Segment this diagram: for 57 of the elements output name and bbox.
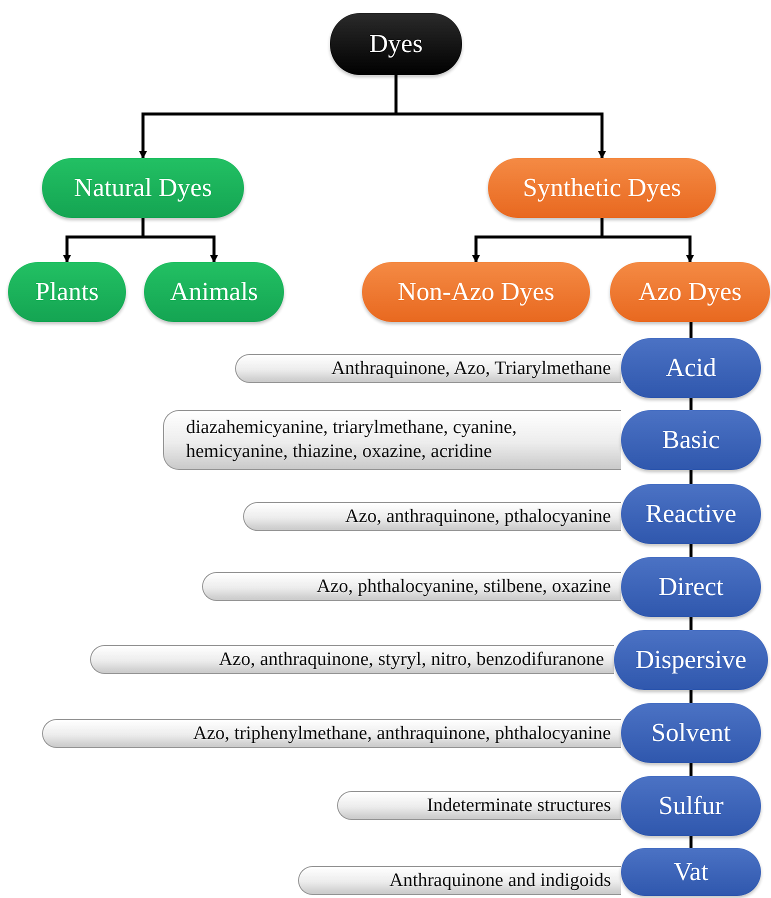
category-label: Natural Dyes bbox=[74, 173, 212, 203]
chemical-classes-text: diazahemicyanine, triarylmethane, cyanine, hemicyanine, thiazine, oxazine, acridine bbox=[186, 416, 518, 464]
chemical-class-pill bbox=[337, 791, 621, 820]
category-label: Vat bbox=[674, 857, 708, 887]
chemical-class-pill bbox=[163, 410, 621, 470]
category-pill bbox=[621, 776, 761, 836]
category-pill bbox=[621, 557, 761, 617]
arrow bbox=[394, 75, 606, 159]
category-pill bbox=[362, 262, 590, 322]
category-pill bbox=[621, 703, 761, 763]
category-label: Dyes bbox=[369, 29, 423, 59]
category-pill bbox=[8, 262, 126, 322]
category-label: Dispersive bbox=[635, 645, 747, 675]
category-pill bbox=[330, 13, 462, 75]
chemical-classes-text: Anthraquinone, Azo, Triarylmethane bbox=[331, 356, 611, 380]
chemical-classes-text: Azo, triphenylmethane, anthraquinone, phthalocyanine bbox=[193, 722, 611, 746]
category-pill bbox=[610, 262, 770, 322]
category-label: Non-Azo Dyes bbox=[398, 277, 554, 307]
category-pill bbox=[621, 484, 761, 544]
category-label: Basic bbox=[662, 425, 720, 455]
connector-line bbox=[690, 322, 692, 338]
category-pill bbox=[614, 630, 768, 690]
arrow bbox=[142, 218, 218, 263]
chemical-classes-text: Azo, anthraquinone, pthalocyanine bbox=[345, 504, 611, 528]
category-label: Direct bbox=[658, 572, 724, 602]
arrow bbox=[600, 218, 694, 263]
category-pill bbox=[621, 338, 761, 398]
chemical-classes-text: Anthraquinone and indigoids bbox=[389, 868, 611, 892]
connector-line bbox=[690, 617, 692, 630]
category-pill bbox=[621, 410, 761, 470]
category-label: Acid bbox=[666, 353, 716, 383]
chemical-classes-text: Azo, phthalocyanine, stilbene, oxazine bbox=[316, 574, 611, 598]
category-label: Reactive bbox=[646, 499, 736, 529]
connector-line bbox=[690, 690, 692, 703]
connector-line bbox=[690, 470, 692, 484]
chemical-class-pill bbox=[42, 719, 621, 748]
category-label: Animals bbox=[170, 277, 258, 307]
category-label: Synthetic Dyes bbox=[522, 173, 682, 203]
chemical-class-pill bbox=[298, 866, 621, 895]
chemical-class-pill bbox=[235, 354, 621, 383]
category-label: Plants bbox=[35, 277, 99, 307]
connector-line bbox=[690, 544, 692, 557]
connector-line bbox=[690, 398, 692, 410]
connector-line bbox=[690, 763, 692, 776]
category-pill bbox=[144, 262, 284, 322]
category-label: Azo Dyes bbox=[638, 277, 742, 307]
chemical-class-pill bbox=[243, 502, 621, 531]
chemical-class-pill bbox=[202, 572, 621, 601]
category-pill bbox=[621, 848, 761, 896]
category-pill bbox=[488, 158, 716, 218]
chemical-classes-text: Azo, anthraquinone, styryl, nitro, benzodifuranone bbox=[218, 648, 604, 672]
chemical-class-pill bbox=[90, 645, 614, 674]
chemical-classes-text: Indeterminate structures bbox=[426, 794, 611, 818]
connector-line bbox=[690, 836, 692, 848]
category-label: Sulfur bbox=[658, 791, 724, 821]
category-pill bbox=[42, 158, 244, 218]
category-label: Solvent bbox=[651, 718, 731, 748]
